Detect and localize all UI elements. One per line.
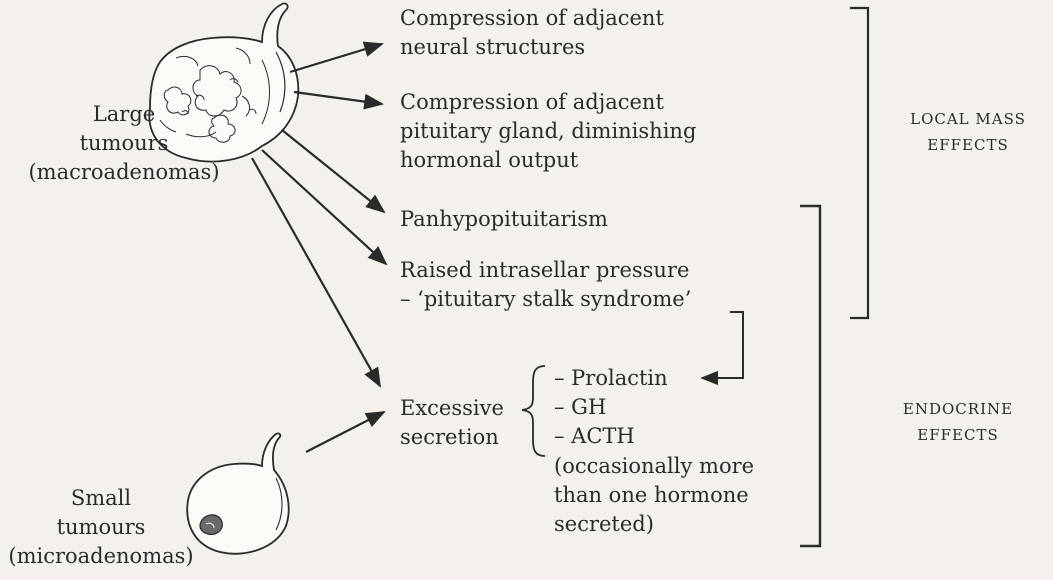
pituitary-compression-line-2: pituitary gland, diminishing [400,117,696,146]
large-tumours-line-1: Large [14,100,234,129]
effect-panhypopituitarism: Panhypopituitarism [400,205,608,234]
arrow-to-pituitary-compression [294,92,382,104]
large-tumours-line-2: tumours [14,129,234,158]
local-mass-bracket [850,8,868,318]
raised-pressure-line-2: – ‘pituitary stalk syndrome’ [400,285,691,314]
small-tumours-line-2: tumours [8,513,194,542]
hormone-list: – Prolactin – GH – ACTH [554,364,668,451]
arrow-to-panhypopituitarism [282,130,384,212]
hormone-gh: – GH [554,393,668,422]
effect-neural-compression: Compression of adjacent neural structure… [400,4,664,62]
arrow-to-neural-compression [290,44,382,72]
arrow-to-excessive-secretion-small [306,412,384,452]
stalk-syndrome-connector [702,312,743,378]
excessive-secretion-line-2: secretion [400,423,504,452]
multiple-hormone-note: (occasionally more than one hormone secr… [554,452,754,539]
note-line-1: (occasionally more [554,452,754,481]
effect-raised-pressure: Raised intrasellar pressure – ‘pituitary… [400,256,691,314]
neural-compression-line-2: neural structures [400,33,664,62]
local-mass-effects-label: LOCAL MASS EFFECTS [888,106,1048,158]
excessive-secretion-line-1: Excessive [400,394,504,423]
hormone-acth: – ACTH [554,422,668,451]
small-tumours-line-1: Small [8,484,194,513]
pituitary-compression-line-1: Compression of adjacent [400,88,696,117]
raised-pressure-line-1: Raised intrasellar pressure [400,256,691,285]
local-mass-line-1: LOCAL MASS [888,106,1048,132]
large-tumours-line-3: (macroadenomas) [14,158,234,187]
small-tumours-line-3: (microadenomas) [8,542,194,571]
hormone-curly-brace [522,366,545,456]
endocrine-line-2: EFFECTS [878,422,1038,448]
endocrine-effects-label: ENDOCRINE EFFECTS [878,396,1038,448]
hormone-prolactin: – Prolactin [554,364,668,393]
note-line-3: secreted) [554,510,754,539]
large-tumours-label: Large tumours (macroadenomas) [14,100,234,187]
endocrine-bracket [800,206,820,546]
microadenoma-illustration [187,433,288,553]
note-line-2: than one hormone [554,481,754,510]
small-tumours-label: Small tumours (microadenomas) [8,484,194,571]
effect-pituitary-compression: Compression of adjacent pituitary gland,… [400,88,696,175]
effect-excessive-secretion: Excessive secretion [400,394,504,452]
pituitary-compression-line-3: hormonal output [400,146,696,175]
endocrine-line-1: ENDOCRINE [878,396,1038,422]
neural-compression-line-1: Compression of adjacent [400,4,664,33]
local-mass-line-2: EFFECTS [888,132,1048,158]
